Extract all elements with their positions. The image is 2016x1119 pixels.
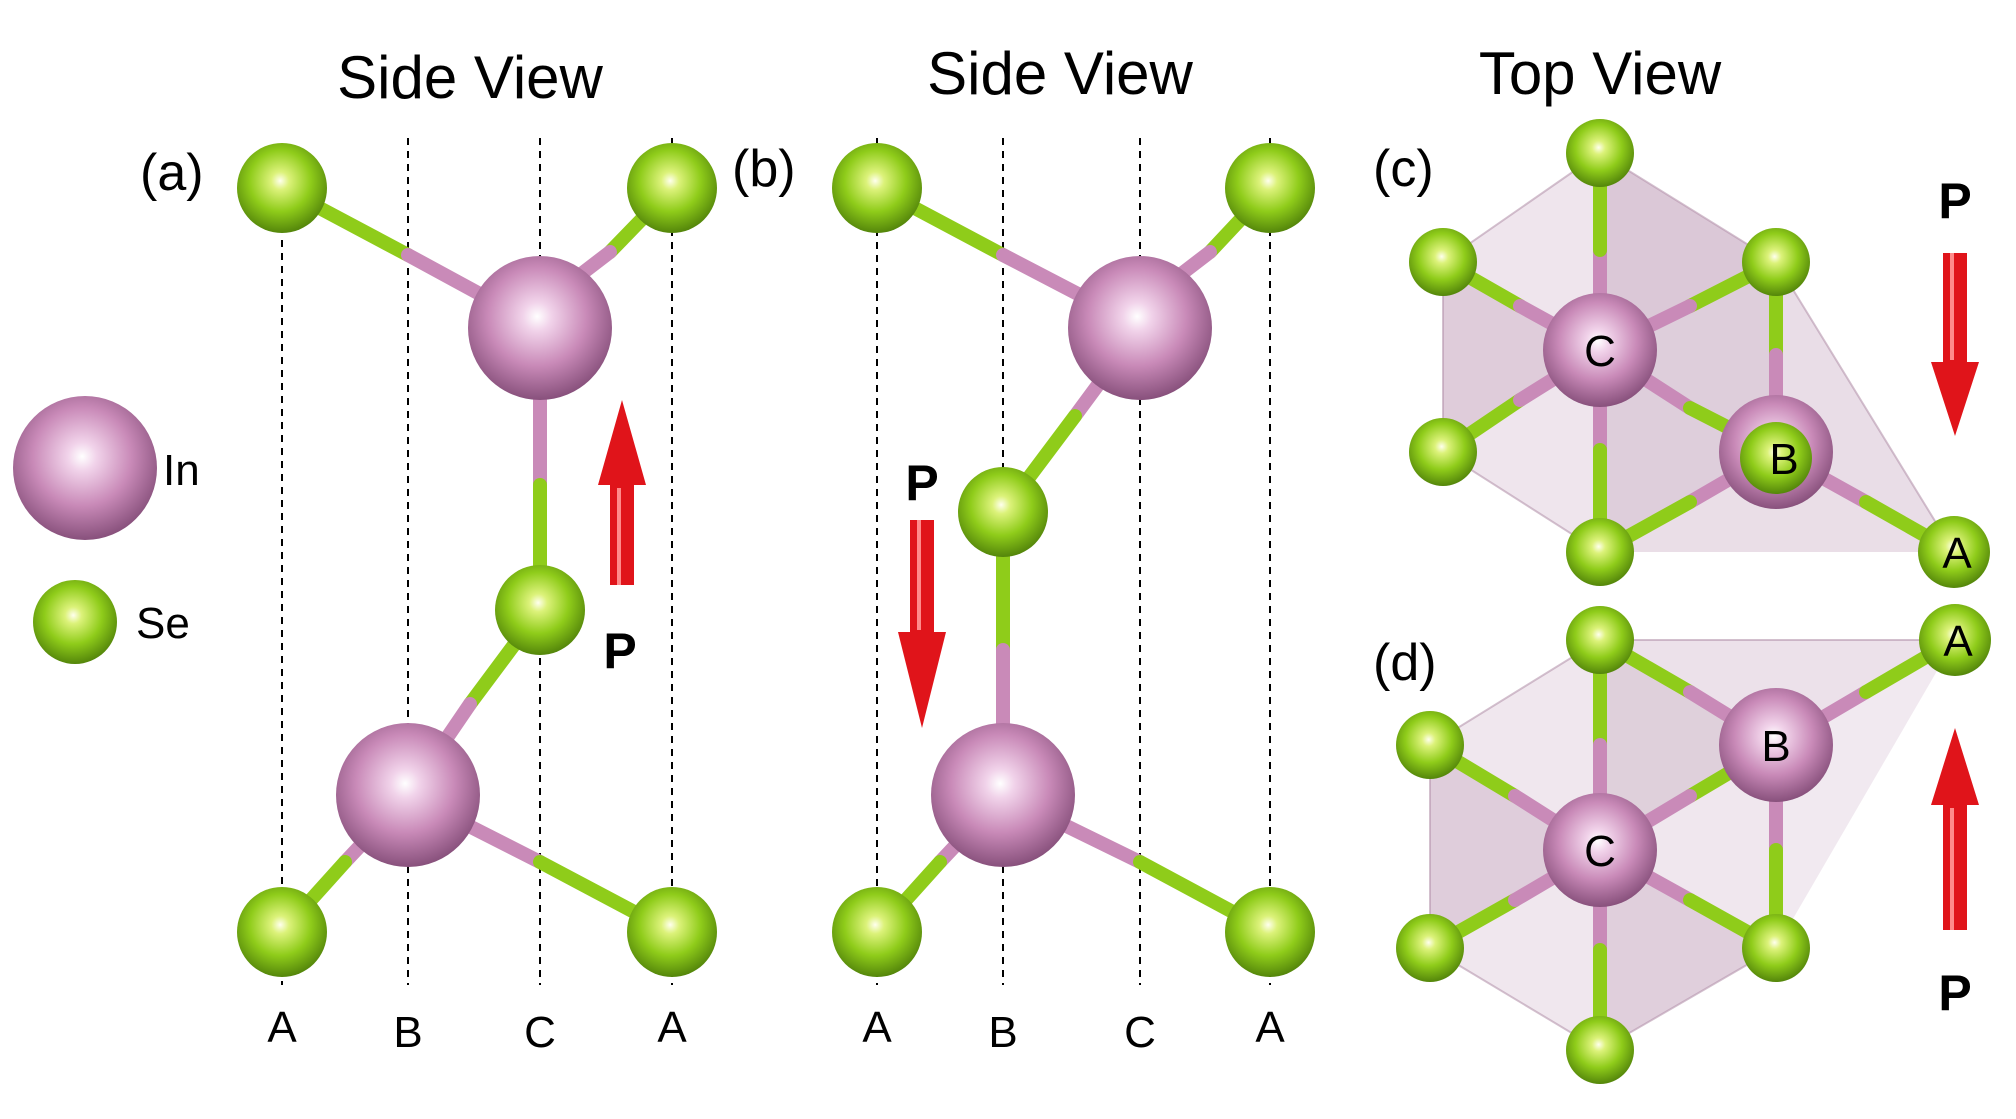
site-label: C — [1124, 1008, 1156, 1057]
panel-c-se-atom — [1409, 418, 1477, 486]
panel-a-se-atom — [495, 565, 585, 655]
panel-d-se-atom — [1742, 914, 1810, 982]
panel-tag-a: (a) — [140, 144, 204, 202]
panel-d-se-atom — [1566, 606, 1634, 674]
panel-d-polarization: P — [1931, 728, 1979, 1021]
title-top-view: Top View — [1479, 40, 1722, 107]
panel-a-se-atom — [627, 887, 717, 977]
panel-tag-b: (b) — [732, 140, 796, 198]
site-label: A — [862, 1003, 892, 1052]
panel-a-se-atom — [627, 143, 717, 233]
panel-tag-d: (d) — [1373, 634, 1437, 692]
panel-b-in-atom — [1068, 256, 1212, 400]
site-label: A — [267, 1003, 297, 1052]
panel-d-se-atom-a — [1919, 604, 1991, 676]
polarization-label: P — [603, 623, 636, 679]
site-label: C — [524, 1008, 556, 1057]
panel-b-se-atom — [1225, 143, 1315, 233]
title-side-view-a: Side View — [337, 44, 603, 111]
legend: In Se — [13, 396, 200, 664]
panel-a-in-atom — [336, 723, 480, 867]
panel-c-se-atom-b — [1740, 422, 1812, 494]
panel-b-se-atom — [832, 143, 922, 233]
panel-tag-c: (c) — [1373, 140, 1434, 198]
panel-b-se-atom — [832, 887, 922, 977]
panel-d-se-atom — [1396, 914, 1464, 982]
arrow-up-icon — [598, 400, 646, 585]
panel-c-atoms — [1409, 119, 1990, 588]
site-label: A — [1255, 1003, 1285, 1052]
site-label: B — [988, 1008, 1017, 1057]
panel-b-se-atom — [1225, 887, 1315, 977]
site-label-a: A — [1943, 617, 1973, 666]
legend-indium-atom — [13, 396, 157, 540]
site-label-c: C — [1584, 327, 1616, 376]
polarization-label: P — [1938, 965, 1971, 1021]
site-label: A — [657, 1003, 687, 1052]
polarization-label: P — [905, 455, 938, 511]
panel-c-se-atom — [1409, 228, 1477, 296]
panel-b: A B C A P — [832, 138, 1315, 1057]
panel-c-polarization: P — [1931, 173, 1979, 436]
panel-b-site-labels: A B C A — [862, 1003, 1285, 1057]
panel-a-se-atom — [237, 143, 327, 233]
site-label-b: B — [1761, 722, 1790, 771]
title-side-view-b: Side View — [927, 40, 1193, 107]
arrow-down-icon — [1931, 253, 1979, 436]
panel-a-atoms — [237, 143, 717, 977]
panel-c: C B A P — [1409, 119, 1990, 588]
panel-a-polarization: P — [598, 400, 646, 679]
panel-a-site-labels: A B C A — [267, 1003, 687, 1057]
panel-d-in-atom-c — [1543, 793, 1657, 907]
site-label: B — [393, 1008, 422, 1057]
legend-selenium-label: Se — [136, 599, 190, 648]
site-label-c: C — [1584, 827, 1616, 876]
panel-c-se-atom — [1566, 119, 1634, 187]
panel-d-atoms — [1396, 604, 1991, 1084]
panel-a-se-atom — [237, 887, 327, 977]
polarization-label: P — [1938, 173, 1971, 229]
panel-d-se-atom — [1566, 1016, 1634, 1084]
panel-d-in-atom-b — [1719, 688, 1833, 802]
panel-c-se-atom — [1566, 518, 1634, 586]
panel-b-polarization: P — [898, 455, 946, 728]
panel-b-in-atom — [931, 723, 1075, 867]
site-label-a: A — [1942, 529, 1972, 578]
arrow-up-icon — [1931, 728, 1979, 930]
legend-selenium-atom — [33, 580, 117, 664]
panel-c-se-atom — [1742, 228, 1810, 296]
site-label-b: B — [1769, 435, 1798, 484]
panel-c-se-atom-a — [1918, 516, 1990, 588]
panel-c-in-atom-c — [1543, 293, 1657, 407]
panel-d-se-atom — [1396, 711, 1464, 779]
legend-indium-label: In — [163, 446, 200, 495]
panel-a: A B C A P — [237, 138, 717, 1057]
panel-d: A B C P — [1396, 604, 1991, 1084]
panel-b-atoms — [832, 143, 1315, 977]
panel-b-se-atom — [958, 467, 1048, 557]
arrow-down-icon — [898, 520, 946, 728]
panel-a-in-atom — [468, 256, 612, 400]
